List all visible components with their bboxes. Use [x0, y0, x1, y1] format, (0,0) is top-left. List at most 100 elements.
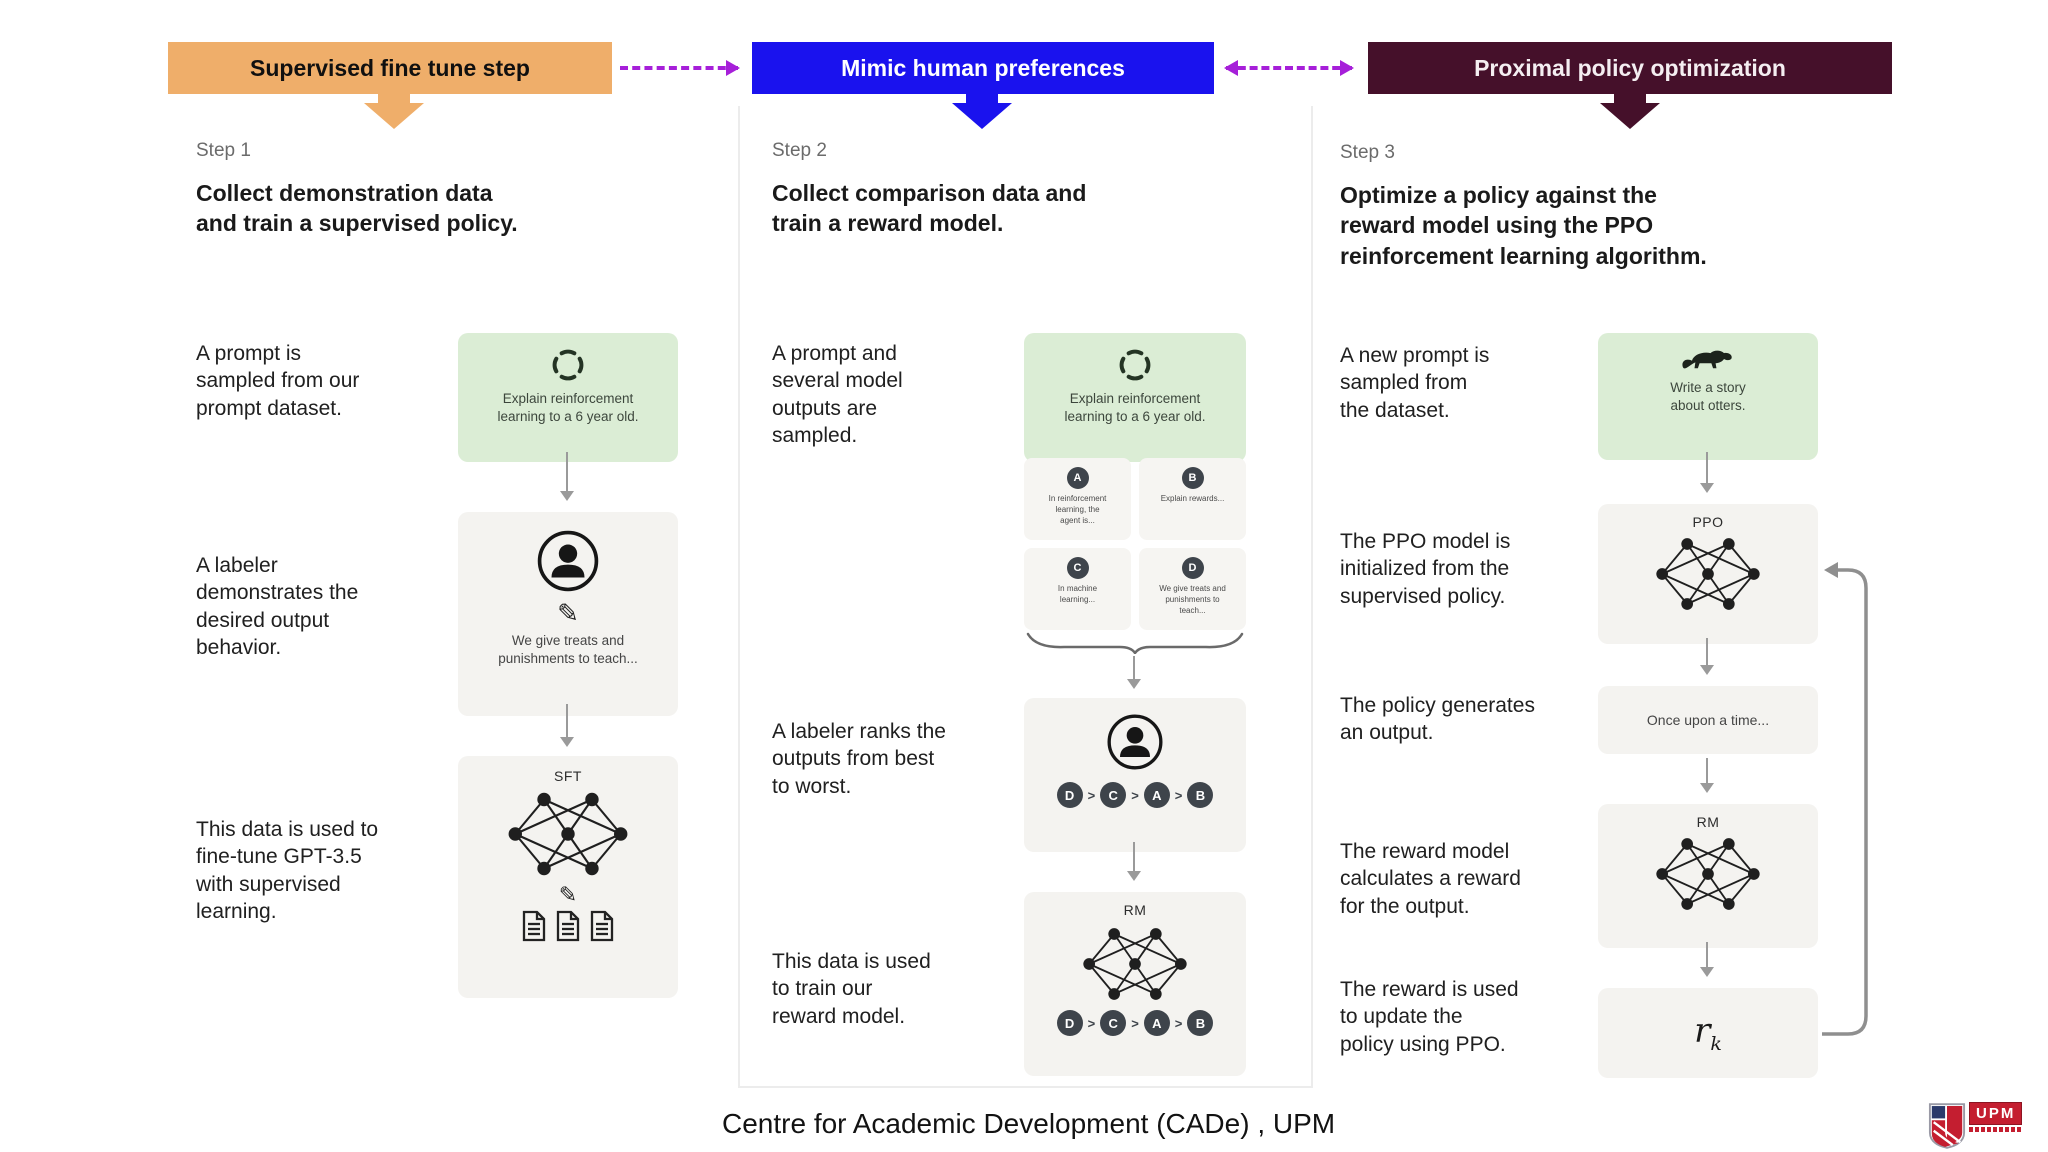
underbrace-icon	[1026, 632, 1244, 654]
rank-separator: >	[1131, 787, 1139, 803]
badge-c: C	[1066, 557, 1089, 579]
blue-down-arrow-icon	[950, 92, 1014, 129]
column-separator-bottom	[738, 1086, 1313, 1088]
step2-text-ranks: A labeler ranks the outputs from best to…	[772, 720, 946, 798]
rm-label: RM	[1696, 814, 1720, 830]
prompt-card-step2-text: Explain reinforcement learning to a 6 ye…	[1064, 391, 1206, 424]
pencil-icon: ✎	[557, 598, 579, 628]
output-d-text: We give treats and punishments to teach.…	[1159, 584, 1226, 615]
ppo-label: PPO	[1692, 514, 1724, 530]
rank-badge: A	[1143, 782, 1170, 808]
person-icon	[535, 528, 601, 594]
arrowhead-left-icon	[1216, 60, 1238, 76]
rank-badge: C	[1100, 1010, 1127, 1036]
upm-logo-text: UPM	[1969, 1102, 2023, 1125]
banner-mimic-preferences: Mimic human preferences	[752, 42, 1214, 94]
labeler-card-step1: ✎ We give treats and punishments to teac…	[458, 512, 678, 716]
prompt-card-step1-text: Explain reinforcement learning to a 6 ye…	[497, 391, 639, 424]
output-card-b: B Explain rewards...	[1139, 458, 1246, 540]
output-b-text: Explain rewards...	[1160, 494, 1225, 503]
rank-badge: D	[1056, 1010, 1083, 1036]
maroon-down-arrow-icon	[1598, 92, 1662, 129]
orange-down-arrow-icon	[362, 92, 426, 129]
rank-separator: >	[1087, 787, 1096, 803]
badge-a: A	[1066, 467, 1089, 489]
badge-b: B	[1181, 467, 1204, 489]
output-card-d: D We give treats and punishments to teac…	[1139, 548, 1246, 630]
ppo-card: PPO	[1598, 504, 1818, 644]
sft-label: SFT	[554, 768, 582, 784]
output-a-text: In reinforcement learning, the agent is.…	[1048, 494, 1107, 525]
neural-network-icon	[1652, 834, 1764, 914]
cycle-icon	[1117, 347, 1153, 383]
neural-network-icon	[1079, 924, 1191, 1004]
flow-arrow-down-icon	[1700, 452, 1714, 493]
column-separator-left	[738, 106, 740, 1088]
upm-logo: UPM	[1928, 1102, 2023, 1150]
credit-text: Centre for Academic Development (CADe) ,…	[722, 1108, 1336, 1139]
step2-title: Collect comparison data and train a rewa…	[772, 180, 1087, 237]
step3-text-generates: The policy generates an output.	[1340, 694, 1535, 745]
rm-card-step2: RM D > C > A > B	[1024, 892, 1246, 1076]
loop-arrow-icon	[1822, 562, 1868, 1036]
flow-arrow-down-icon	[1127, 656, 1141, 689]
prompt-card-step1: Explain reinforcement learning to a 6 ye…	[458, 333, 678, 462]
column-separator-right	[1311, 106, 1313, 1088]
upm-shield-icon	[1928, 1103, 1966, 1149]
model-outputs-grid: A In reinforcement learning, the agent i…	[1024, 458, 1246, 630]
ranking-row: D > C > A > B	[1056, 782, 1214, 808]
ranking-row: D > C > A > B	[1056, 1010, 1214, 1036]
ranking-card: D > C > A > B	[1024, 698, 1246, 852]
flow-arrow-down-icon	[560, 452, 574, 501]
rank-badge: D	[1056, 782, 1083, 808]
rm-label: RM	[1123, 902, 1147, 918]
neural-network-icon	[1652, 534, 1764, 614]
step3-text-update: The reward is used to update the policy …	[1340, 978, 1519, 1056]
step2-label: Step 2	[772, 140, 827, 161]
step1-label: Step 1	[196, 140, 251, 161]
neural-network-icon	[505, 788, 631, 880]
dashed-arrow-both-icon	[1224, 60, 1354, 76]
output-c-text: In machine learning...	[1057, 584, 1098, 604]
person-icon	[1105, 712, 1165, 772]
rank-badge: B	[1187, 1010, 1214, 1036]
step1-title: Collect demonstration data and train a s…	[196, 180, 518, 237]
flow-arrow-down-icon	[1700, 942, 1714, 977]
step2-text-sampled: A prompt and several model outputs are s…	[772, 342, 903, 447]
rank-badge: A	[1143, 1010, 1170, 1036]
prompt-card-step3-text: Write a story about otters.	[1670, 380, 1746, 413]
labeler-card-text: We give treats and punishments to teach.…	[498, 633, 638, 666]
step1-text-labeler: A labeler demonstrates the desired outpu…	[196, 554, 359, 659]
banner-proximal-policy: Proximal policy optimization	[1368, 42, 1892, 94]
flow-arrow-down-icon	[1127, 842, 1141, 881]
rank-badge: B	[1187, 782, 1214, 808]
cycle-icon	[550, 347, 586, 383]
flow-arrow-down-icon	[1700, 758, 1714, 793]
rank-separator: >	[1174, 1015, 1183, 1031]
step1-text-finetune: This data is used to fine-tune GPT-3.5 w…	[196, 818, 379, 923]
banner-supervised-fine-tune: Supervised fine tune step	[168, 42, 612, 94]
sft-card: SFT ✎	[458, 756, 678, 998]
step3-title: Optimize a policy against the reward mod…	[1340, 182, 1707, 269]
reward-symbol: rk	[1694, 1011, 1722, 1055]
step3-text-reward-calc: The reward model calculates a reward for…	[1340, 840, 1521, 918]
rank-separator: >	[1087, 1015, 1096, 1031]
badge-d: D	[1181, 557, 1204, 579]
rank-separator: >	[1174, 787, 1183, 803]
reward-card: rk	[1598, 988, 1818, 1078]
step3-label: Step 3	[1340, 142, 1395, 163]
otter-icon	[1681, 345, 1735, 373]
documents-icon	[522, 910, 614, 942]
rank-badge: C	[1100, 782, 1127, 808]
output-card-once: Once upon a time...	[1598, 686, 1818, 754]
step1-text-prompt-sampled: A prompt is sampled from our prompt data…	[196, 342, 360, 420]
once-upon-text: Once upon a time...	[1646, 711, 1770, 728]
rm-card-step3: RM	[1598, 804, 1818, 948]
output-card-c: C In machine learning...	[1024, 548, 1131, 630]
prompt-card-step3: Write a story about otters.	[1598, 333, 1818, 460]
dashed-arrow-right-icon	[620, 60, 740, 76]
step3-text-ppo-init: The PPO model is initialized from the su…	[1340, 530, 1511, 608]
step2-text-train-rm: This data is used to train our reward mo…	[772, 950, 931, 1028]
pencil-icon: ✎	[558, 882, 578, 907]
